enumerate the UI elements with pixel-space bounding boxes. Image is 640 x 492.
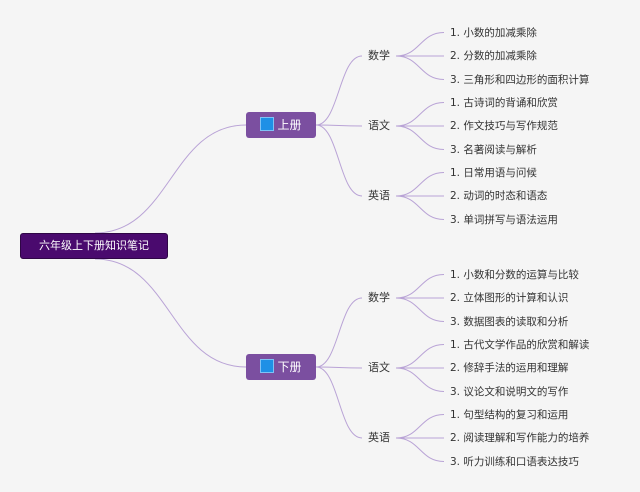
topic-item[interactable]: 3. 数据图表的读取和分析 [450,315,569,328]
connector-subject-item [395,297,445,322]
connector-volume-subject [315,366,363,439]
topic-item[interactable]: 1. 古诗词的背诵和欣赏 [450,96,558,109]
subject-node[interactable]: 语文 [368,361,390,374]
connector-subject-item [395,32,445,57]
connector-subject-item [395,344,445,369]
topic-item[interactable]: 1. 古代文学作品的欣赏和解读 [450,338,590,351]
volume-node-upper[interactable]: 上册 [246,112,316,138]
connector-subject-item [395,414,445,439]
topic-item[interactable]: 2. 分数的加减乘除 [450,50,537,62]
connector-subject-item [395,274,445,299]
subject-node[interactable]: 英语 [368,431,390,444]
subject-node[interactable]: 语文 [368,119,390,132]
topic-item[interactable]: 1. 小数和分数的运算与比较 [450,268,579,281]
topic-item[interactable]: 3. 听力训练和口语表达技巧 [450,455,579,468]
topic-item[interactable]: 2. 立体图形的计算和认识 [450,292,569,304]
connector-subject-item [395,102,445,127]
subject-node[interactable]: 英语 [368,189,390,202]
connector-volume-subject [315,297,363,368]
topic-item[interactable]: 2. 动词的时态和语态 [450,190,548,202]
connector-subject-item [395,125,445,150]
topic-item[interactable]: 2. 作文技巧与写作规范 [450,120,558,132]
topic-item[interactable]: 1. 日常用语与问候 [450,166,537,179]
connector-root-upper [94,124,247,234]
topic-item[interactable]: 2. 阅读理解和写作能力的培养 [450,432,590,444]
blue-square-icon [260,359,275,373]
volume-label: 下册 [277,360,302,374]
topic-item[interactable]: 1. 句型结构的复习和运用 [450,408,569,421]
connector-subject-item [395,172,445,197]
connector-root-lower [94,258,247,368]
root-node[interactable]: 六年级上下册知识笔记 [20,233,168,259]
topic-item[interactable]: 3. 三角形和四边形的面积计算 [450,73,590,86]
topic-item[interactable]: 1. 小数的加减乘除 [450,26,537,39]
topic-item[interactable]: 3. 单词拼写与语法运用 [450,213,558,226]
volume-node-lower[interactable]: 下册 [246,354,316,380]
connector-volume-subject [315,124,363,127]
connector-subject-item [395,367,445,392]
connector-subject-item [395,437,445,462]
subject-node[interactable]: 数学 [368,49,390,62]
connector-volume-subject [315,124,363,197]
blue-square-icon [260,117,275,131]
topic-item[interactable]: 3. 议论文和说明文的写作 [450,385,569,398]
connector-subject-item [395,55,445,80]
connector-volume-subject [315,55,363,126]
volume-label: 上册 [277,118,302,132]
subject-node[interactable]: 数学 [368,291,390,304]
connector-subject-item [395,195,445,220]
topic-item[interactable]: 3. 名著阅读与解析 [450,143,537,156]
topic-item[interactable]: 2. 修辞手法的运用和理解 [450,362,569,374]
connector-volume-subject [315,366,363,369]
